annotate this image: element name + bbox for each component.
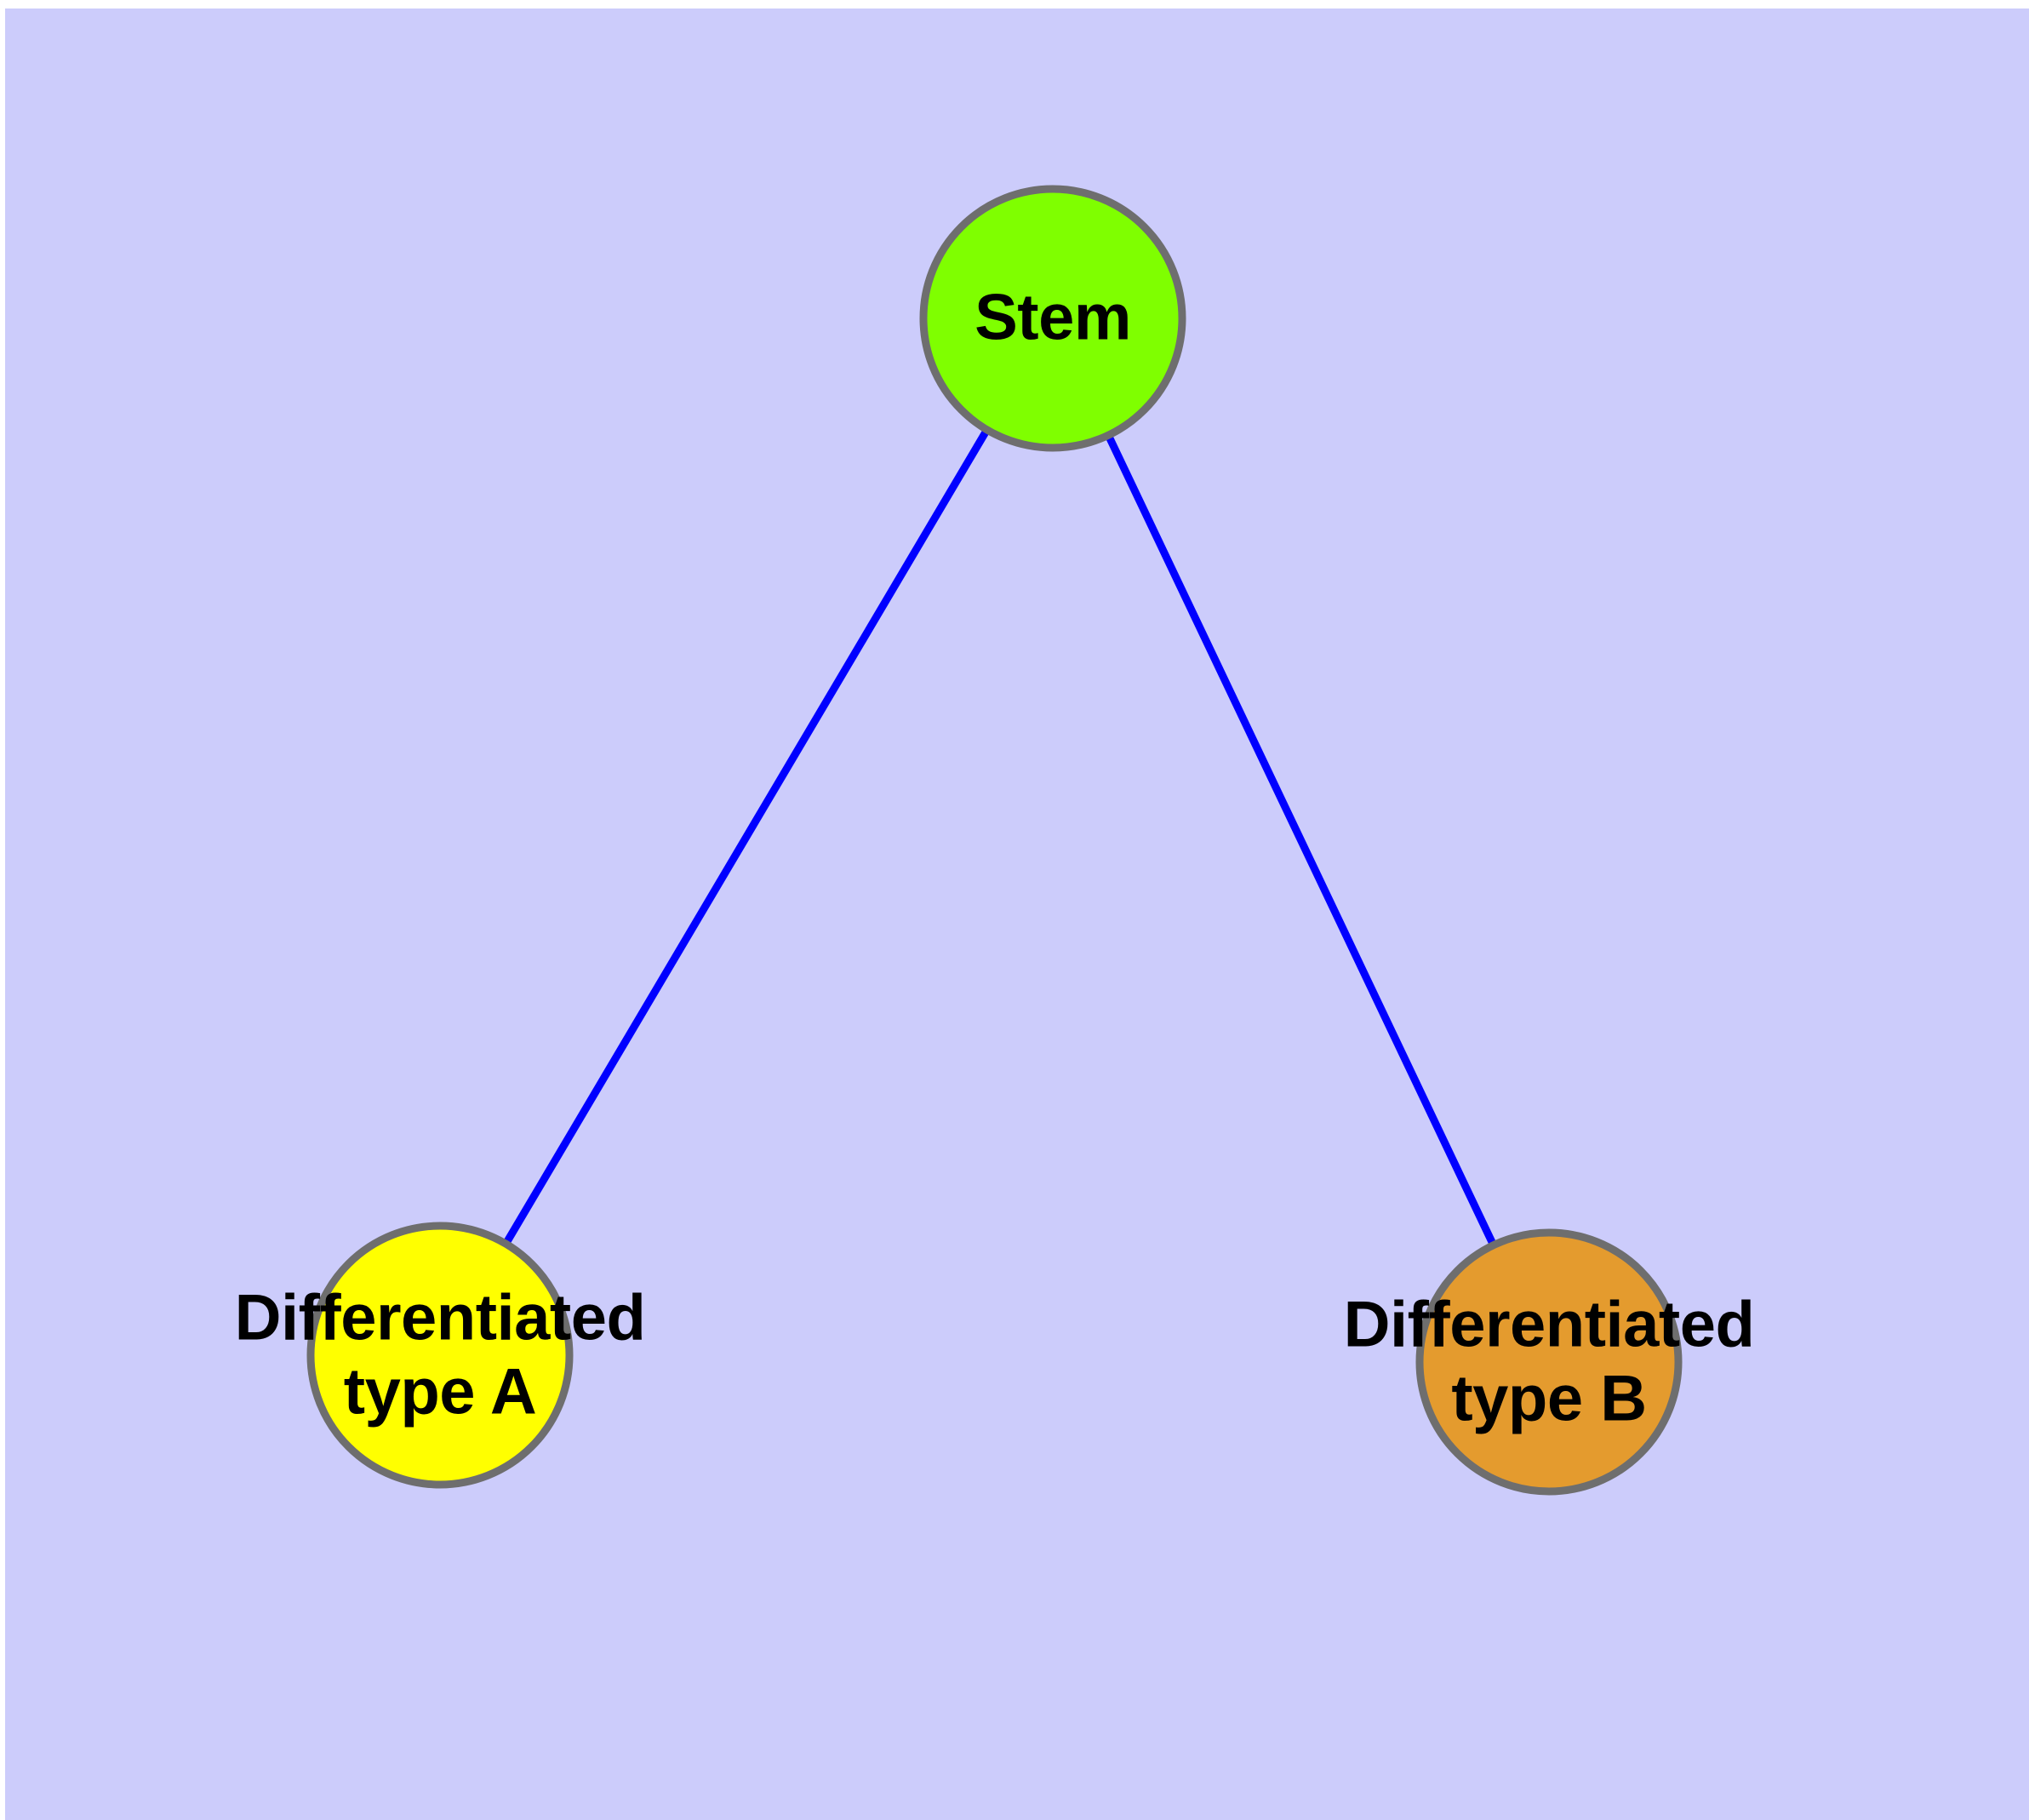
graph-edge-stem-to-type-a [500, 425, 992, 1249]
edges-group [500, 425, 1499, 1251]
nodes-group [306, 185, 1683, 1496]
graph-node-differentiated-type-b[interactable] [1415, 1228, 1683, 1496]
graph-node-differentiated-type-a[interactable] [306, 1222, 574, 1489]
graph-node-stem[interactable] [919, 185, 1186, 452]
graph-edge-stem-to-type-b [1103, 430, 1499, 1251]
